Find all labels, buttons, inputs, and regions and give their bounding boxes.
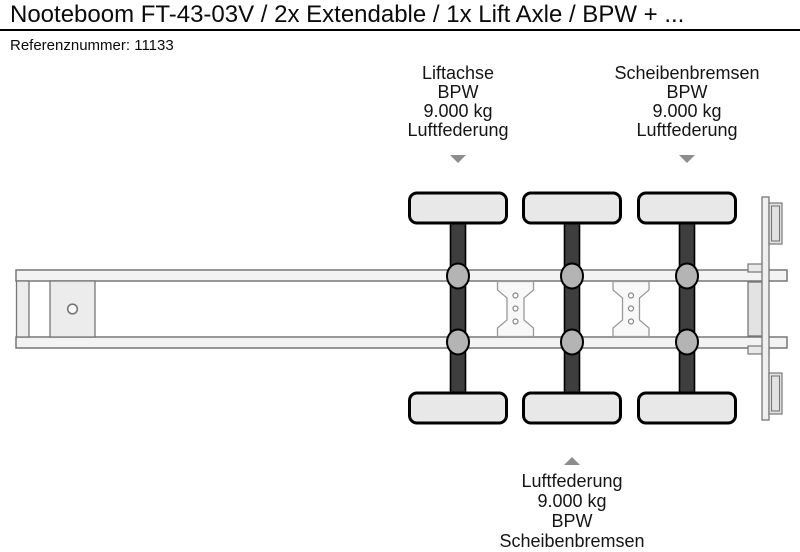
taillight bbox=[768, 202, 783, 245]
wheel bbox=[408, 391, 508, 425]
annotation-line: Luftfederung bbox=[636, 120, 738, 140]
wheel bbox=[637, 191, 737, 225]
annotation-air-suspension: Luftfederung 9.000 kg BPW Scheibenbremse… bbox=[462, 471, 682, 551]
hub bbox=[446, 328, 470, 356]
annotation-line: BPW bbox=[437, 82, 479, 102]
down-arrow-icon bbox=[450, 155, 466, 163]
hub bbox=[560, 328, 584, 356]
crossmember bbox=[496, 280, 535, 338]
rear-bumper-assembly bbox=[747, 196, 783, 421]
hub bbox=[446, 262, 470, 290]
annotation-lift-axle: Liftachse BPW 9.000 kg Luftfederung bbox=[348, 64, 568, 140]
hub bbox=[675, 328, 699, 356]
wheel bbox=[637, 391, 737, 425]
hub bbox=[675, 262, 699, 290]
annotation-line: BPW bbox=[666, 82, 708, 102]
reference-value: 11133 bbox=[134, 37, 174, 54]
annotation-line: BPW bbox=[551, 511, 593, 531]
annotation-line: Luftfederung bbox=[407, 120, 509, 140]
annotation-line: Scheibenbremsen bbox=[499, 531, 645, 551]
hub bbox=[560, 262, 584, 290]
down-arrow-icon bbox=[679, 155, 695, 163]
annotation-line: Scheibenbremsen bbox=[614, 63, 760, 83]
up-arrow-icon bbox=[564, 457, 580, 465]
axle-assembly-3 bbox=[637, 191, 737, 425]
title-divider bbox=[0, 29, 800, 31]
wheel bbox=[522, 391, 622, 425]
page-title: Nooteboom FT-43-03V / 2x Extendable / 1x… bbox=[10, 1, 685, 28]
annotation-disc-brakes: Scheibenbremsen BPW 9.000 kg Luftfederun… bbox=[577, 64, 797, 140]
annotation-line: 9.000 kg bbox=[537, 491, 607, 511]
taillight bbox=[768, 372, 783, 415]
reference-number: Referenznummer: 11133 bbox=[10, 37, 174, 54]
wheel bbox=[522, 191, 622, 225]
rear-bumper-bar bbox=[761, 196, 770, 421]
crossmember bbox=[612, 280, 650, 338]
kingpin bbox=[66, 303, 79, 315]
wheel bbox=[408, 191, 508, 225]
annotation-line: 9.000 kg bbox=[652, 101, 722, 121]
axle-bar bbox=[563, 199, 581, 417]
axle-bar bbox=[678, 199, 696, 417]
annotation-line: 9.000 kg bbox=[423, 101, 493, 121]
chassis-frame bbox=[15, 269, 788, 349]
axle-assembly-1 bbox=[408, 191, 508, 425]
front-end-cap bbox=[15, 280, 30, 338]
axle-bar bbox=[449, 199, 467, 417]
rear-crossmember bbox=[747, 281, 764, 337]
axle-assembly-2 bbox=[522, 191, 622, 425]
annotation-line: Liftachse bbox=[421, 63, 495, 83]
reference-label: Referenznummer: bbox=[10, 37, 131, 54]
annotation-line: Luftfederung bbox=[521, 471, 623, 491]
